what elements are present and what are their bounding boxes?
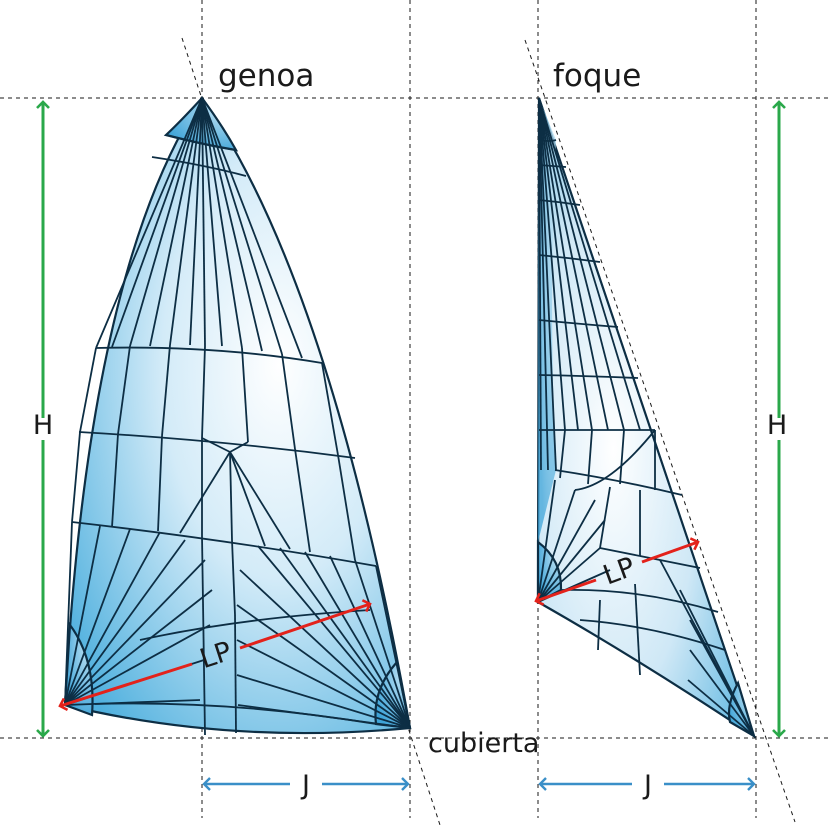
genoa-mid-seams [71, 344, 356, 561]
foque-forestay-guide [524, 39, 796, 823]
genoa-clew-fan-seams [64, 521, 213, 706]
genoa-tack-fan-seams [236, 545, 411, 729]
j-label-right: J [642, 770, 652, 801]
j-arrow-left: J [202, 770, 410, 801]
j-label-left: J [300, 770, 310, 801]
foque-tack-fan-seams [659, 559, 755, 737]
foque-label: foque [553, 58, 641, 94]
height-arrow-left: H [33, 100, 53, 738]
genoa-label: genoa [218, 58, 314, 94]
height-label-right: H [767, 410, 787, 441]
genoa-sail [63, 96, 412, 736]
genoa-head-radial-seams [95, 97, 303, 359]
foque-head-radial-seams [538, 97, 641, 471]
height-label-left: H [33, 410, 53, 441]
height-arrow-right: H [767, 100, 787, 738]
foque-clew-fan-seams [537, 479, 611, 603]
j-arrow-right: J [538, 770, 756, 801]
genoa-focal-seams [179, 437, 291, 736]
foque-sail-body [536, 97, 757, 739]
deck-label: cubierta [428, 728, 539, 759]
genoa-sail-body [63, 96, 412, 735]
foque-sail [536, 97, 757, 739]
